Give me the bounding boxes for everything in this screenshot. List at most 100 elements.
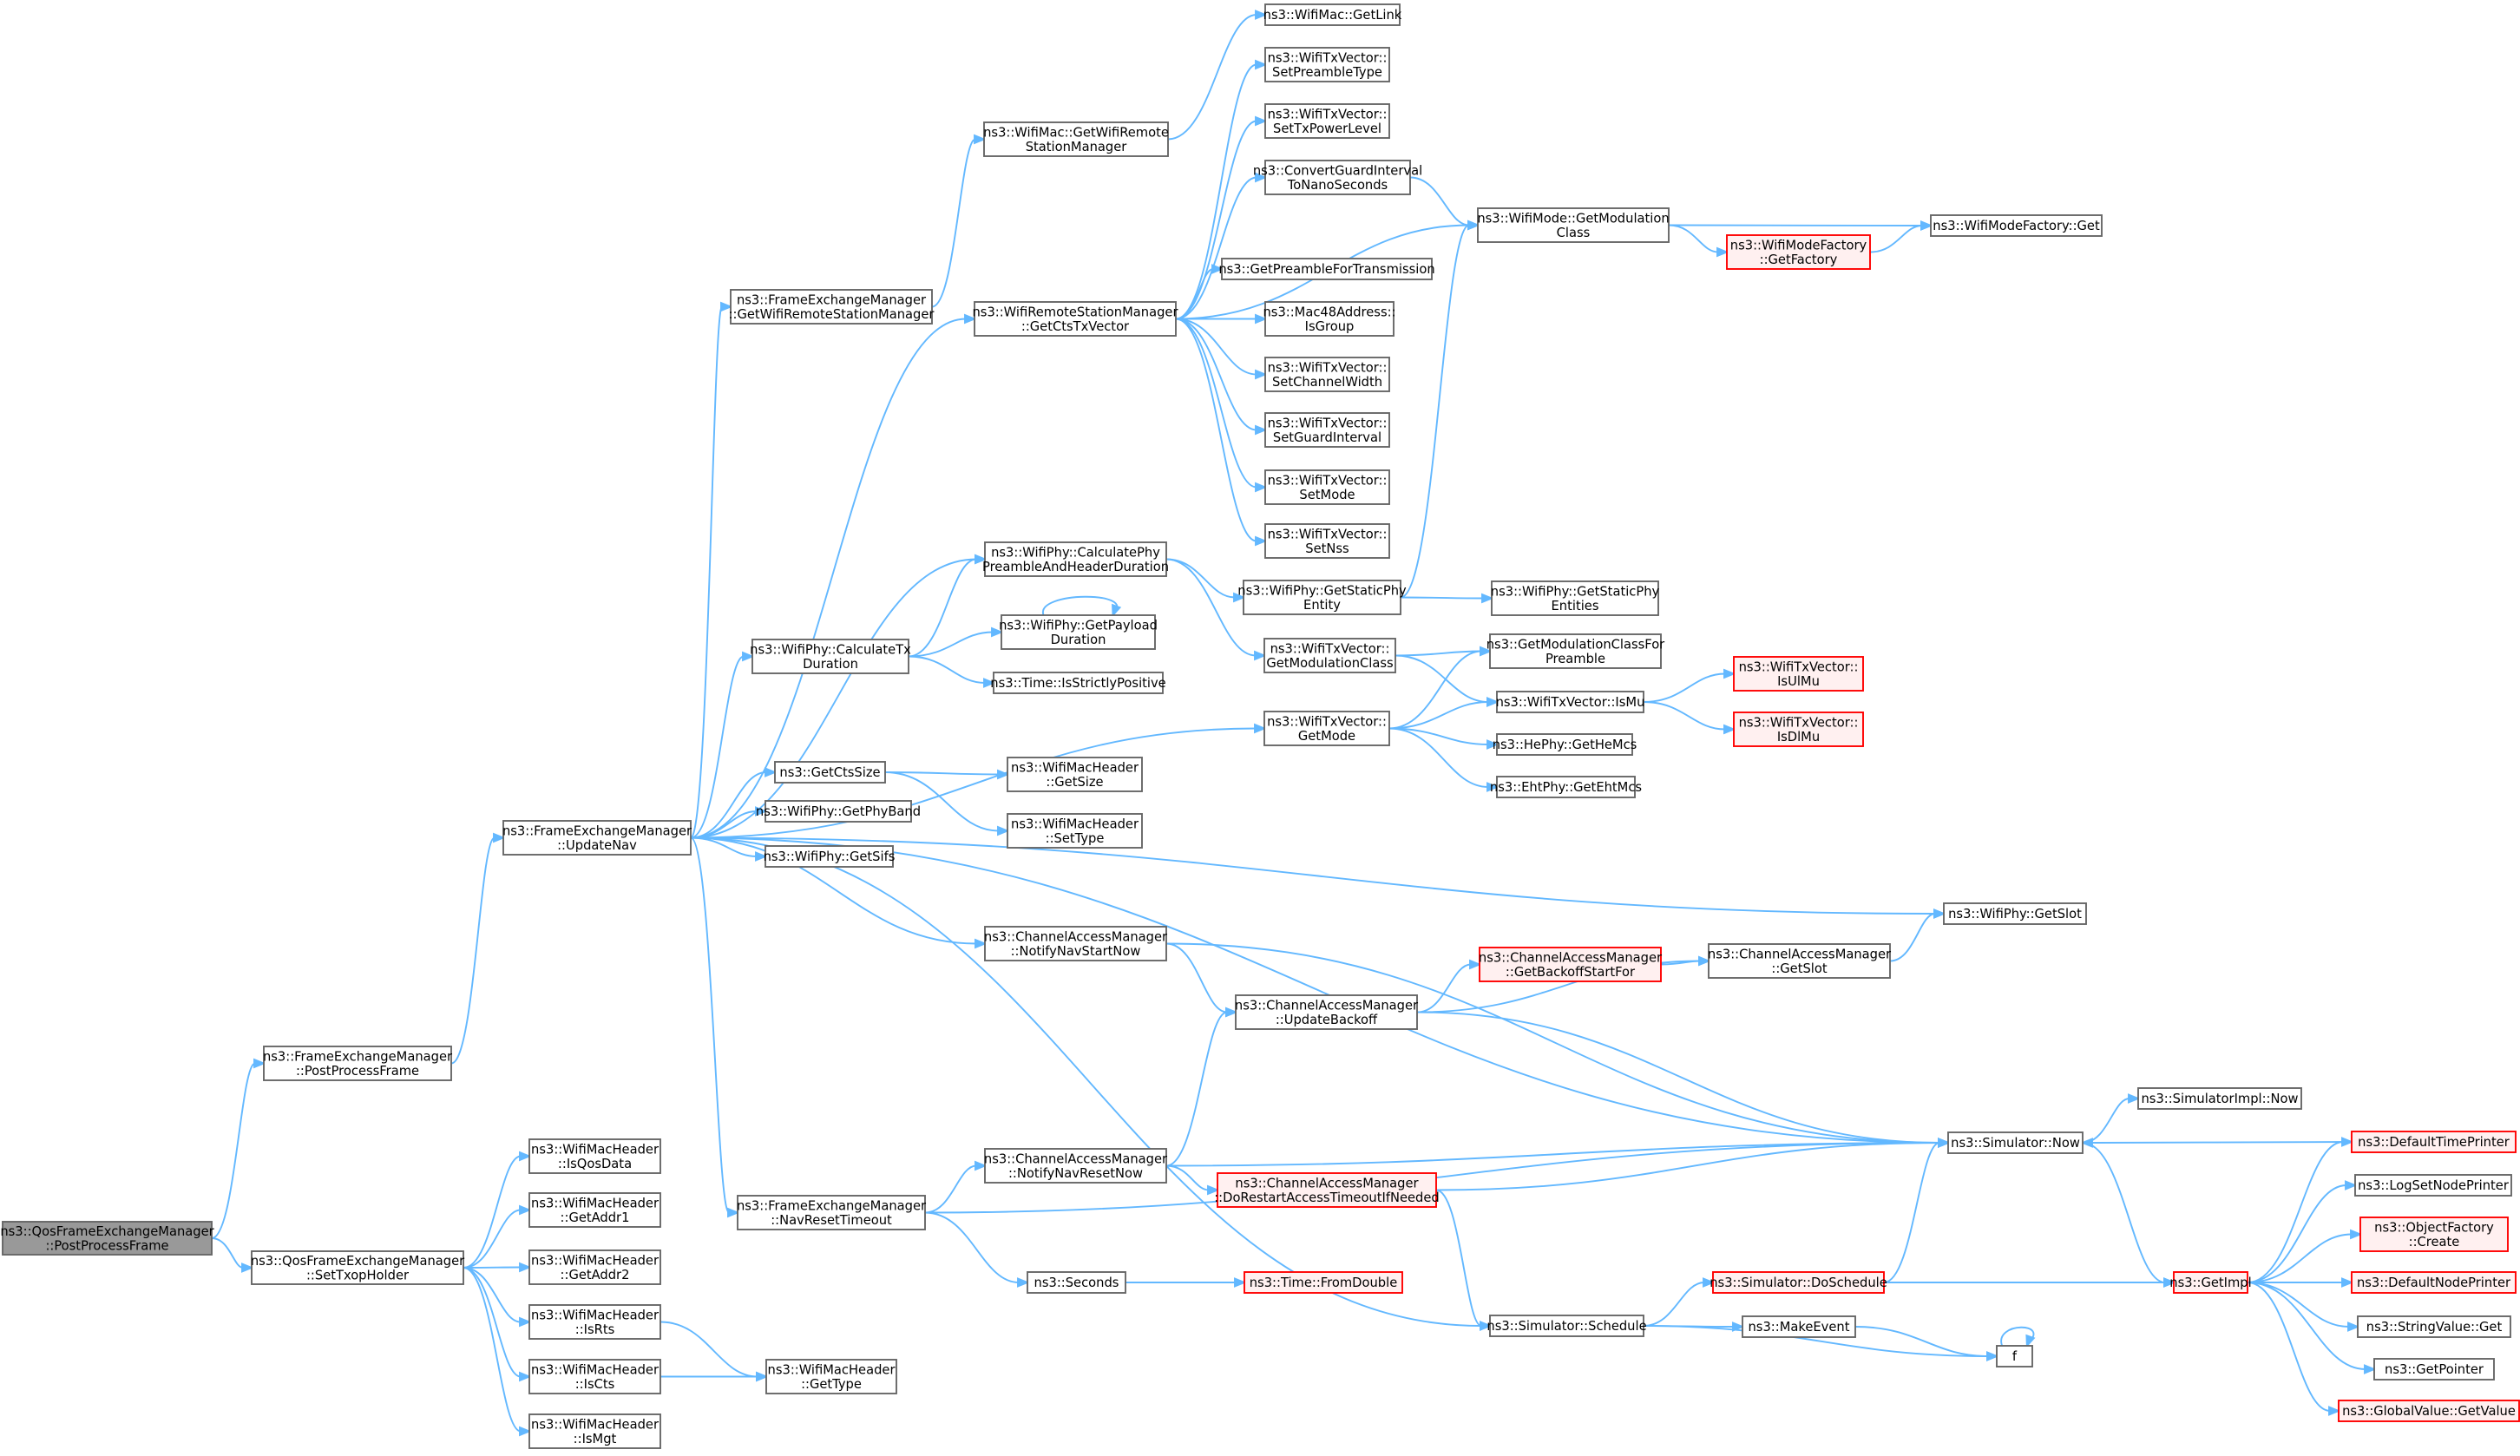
node-setchwidth[interactable]: ns3::WifiTxVector::SetChannelWidth	[1264, 357, 1390, 392]
edge-line	[690, 655, 745, 839]
node-getmodclass[interactable]: ns3::WifiMode::GetModulationClass	[1477, 207, 1670, 243]
node-label: ::DoRestartAccessTimeoutIfNeeded	[1214, 1190, 1440, 1205]
node-isqosdata[interactable]: ns3::WifiMacHeader::IsQosData	[528, 1138, 661, 1174]
node-hdrgettype[interactable]: ns3::WifiMacHeader::GetType	[765, 1359, 897, 1394]
node-macgetwrsm[interactable]: ns3::WifiMac::GetWifiRemoteStationManage…	[983, 121, 1169, 157]
node-getaddr2[interactable]: ns3::WifiMacHeader::GetAddr2	[528, 1249, 661, 1285]
node-getwrsm[interactable]: ns3::FrameExchangeManager::GetWifiRemote…	[729, 289, 935, 325]
edge-camgetslot-to-getslotphy	[1889, 908, 1946, 962]
edge-line	[884, 771, 1000, 776]
node-setmode[interactable]: ns3::WifiTxVector::SetMode	[1264, 469, 1390, 505]
node-root[interactable]: ns3::QosFrameExchangeManager::PostProces…	[0, 1221, 215, 1256]
node-updatebackoff[interactable]: ns3::ChannelAccessManager::UpdateBackoff	[1235, 994, 1419, 1030]
edge-arrowhead	[975, 1160, 988, 1171]
edge-arrowhead	[1255, 115, 1268, 127]
edge-arrowhead	[1486, 739, 1500, 750]
node-setpreamble[interactable]: ns3::WifiTxVector::SetPreambleType	[1264, 47, 1390, 82]
node-box	[1489, 633, 1662, 669]
edge-arrowhead	[519, 1204, 532, 1216]
node-getbackoffstart[interactable]: ns3::ChannelAccessManager::GetBackoffSta…	[1479, 947, 1663, 982]
node-fem_post[interactable]: ns3::FrameExchangeManager::PostProcessFr…	[263, 1046, 453, 1081]
node-doschedule[interactable]: ns3::Simulator::DoSchedule	[1710, 1271, 1887, 1294]
edge-getctstxv-to-convertgi	[1175, 172, 1268, 320]
node-ismgt[interactable]: ns3::WifiMacHeader::IsMgt	[528, 1413, 661, 1449]
node-isstrictlypos[interactable]: ns3::Time::IsStrictlyPositive	[990, 672, 1166, 694]
edge-makeevent-to-f	[1854, 1326, 1999, 1361]
node-box	[1235, 994, 1418, 1030]
node-label: ns3::ChannelAccessManager	[1479, 950, 1663, 965]
node-dorestart[interactable]: ns3::ChannelAccessManager::DoRestartAcce…	[1214, 1172, 1440, 1208]
node-settxop[interactable]: ns3::QosFrameExchangeManager::SetTxopHol…	[251, 1250, 465, 1285]
edge-getctstxv-to-settxpower	[1175, 115, 1268, 320]
node-f[interactable]: f	[1996, 1345, 2033, 1367]
node-hdrgetsize[interactable]: ns3::WifiMacHeader::GetSize	[1007, 757, 1143, 792]
node-schedule[interactable]: ns3::Simulator::Schedule	[1486, 1315, 1647, 1337]
node-getpreamblefortx[interactable]: ns3::GetPreambleForTransmission	[1218, 258, 1435, 280]
node-isdlmu[interactable]: ns3::WifiTxVector::IsDlMu	[1733, 712, 1864, 747]
node-notifyreset[interactable]: ns3::ChannelAccessManager::NotifyNavRese…	[984, 1148, 1168, 1184]
node-isrts[interactable]: ns3::WifiMacHeader::IsRts	[528, 1304, 661, 1340]
node-makeevent[interactable]: ns3::MakeEvent	[1742, 1315, 1856, 1338]
node-deftimeprinter[interactable]: ns3::DefaultTimePrinter	[2351, 1131, 2517, 1153]
node-label: ns3::WifiPhy::GetPhyBand	[756, 804, 921, 819]
node-updatenav[interactable]: ns3::FrameExchangeManager::UpdateNav	[502, 820, 692, 856]
node-calcphypre[interactable]: ns3::WifiPhy::CalculatePhyPreambleAndHea…	[982, 541, 1169, 577]
node-stringvalueget[interactable]: ns3::StringValue::Get	[2357, 1315, 2511, 1338]
node-box	[1996, 1345, 2033, 1367]
node-simimplnow[interactable]: ns3::SimulatorImpl::Now	[2137, 1087, 2302, 1110]
node-camgetslot[interactable]: ns3::ChannelAccessManager::GetSlot	[1708, 943, 1892, 979]
node-iscts[interactable]: ns3::WifiMacHeader::IsCts	[528, 1359, 661, 1394]
edge-arrowhead	[975, 554, 988, 565]
node-hdrsettype[interactable]: ns3::WifiMacHeader::SetType	[1007, 813, 1143, 849]
node-settxpower[interactable]: ns3::WifiTxVector::SetTxPowerLevel	[1264, 103, 1390, 139]
node-fromdouble[interactable]: ns3::Time::FromDouble	[1244, 1271, 1403, 1294]
edge-arrowhead	[975, 938, 988, 949]
edge-line	[1165, 558, 1236, 599]
node-getlink[interactable]: ns3::WifiMac::GetLink	[1263, 3, 1402, 26]
node-getaddr1[interactable]: ns3::WifiMacHeader::GetAddr1	[528, 1192, 661, 1228]
node-setgi[interactable]: ns3::WifiTxVector::SetGuardInterval	[1264, 412, 1390, 448]
node-logsetnodeprinter[interactable]: ns3::LogSetNodePrinter	[2354, 1174, 2512, 1197]
node-label: ::GetCtsTxVector	[1021, 319, 1130, 334]
edge-seconds-to-fromdouble	[1125, 1277, 1247, 1288]
node-isgroup[interactable]: ns3::Mac48Address::IsGroup	[1263, 301, 1396, 337]
node-getctssize[interactable]: ns3::GetCtsSize	[774, 761, 886, 784]
node-getsifs[interactable]: ns3::WifiPhy::GetSifs	[764, 845, 896, 868]
node-getctstxv[interactable]: ns3::WifiRemoteStationManager::GetCtsTxV…	[972, 301, 1178, 337]
node-label: ::PostProcessFrame	[296, 1064, 419, 1079]
edge-line	[211, 1062, 256, 1239]
node-globalvalueget[interactable]: ns3::GlobalValue::GetValue	[2338, 1400, 2520, 1422]
node-txvgetmodclass[interactable]: ns3::WifiTxVector::GetModulationClass	[1263, 638, 1396, 673]
edge-line	[1165, 942, 1940, 1144]
node-ismu[interactable]: ns3::WifiTxVector::IsMu	[1496, 691, 1645, 713]
node-getmode[interactable]: ns3::WifiTxVector::GetMode	[1263, 711, 1390, 746]
node-modefactoryget[interactable]: ns3::WifiModeFactory::Get	[1930, 214, 2103, 237]
node-label: SetMode	[1299, 488, 1355, 502]
node-getslotphy[interactable]: ns3::WifiPhy::GetSlot	[1943, 902, 2087, 925]
node-label: GetModulationClass	[1266, 656, 1393, 671]
node-notifystart[interactable]: ns3::ChannelAccessManager::NotifyNavStar…	[984, 926, 1168, 961]
node-getphyband[interactable]: ns3::WifiPhy::GetPhyBand	[756, 800, 921, 823]
node-objfactorycreate[interactable]: ns3::ObjectFactory::Create	[2359, 1217, 2509, 1252]
node-seconds[interactable]: ns3::Seconds	[1027, 1271, 1126, 1294]
node-ehtgetmcs[interactable]: ns3::EhtPhy::GetEhtMcs	[1490, 776, 1642, 798]
node-getfactory[interactable]: ns3::WifiModeFactory::GetFactory	[1726, 234, 1871, 270]
edge-settxop-to-isqosdata	[463, 1151, 532, 1269]
node-hegetmcs[interactable]: ns3::HePhy::GetHeMcs	[1493, 733, 1637, 756]
node-isulmu[interactable]: ns3::WifiTxVector::IsUlMu	[1733, 656, 1864, 692]
node-simnow[interactable]: ns3::Simulator::Now	[1947, 1131, 2084, 1154]
node-label: IsUlMu	[1777, 674, 1820, 689]
node-defnodeprinter[interactable]: ns3::DefaultNodePrinter	[2351, 1271, 2517, 1294]
node-getpointer[interactable]: ns3::GetPointer	[2373, 1358, 2495, 1381]
node-setnss[interactable]: ns3::WifiTxVector::SetNss	[1264, 523, 1390, 559]
edge-arrowhead	[519, 1371, 532, 1382]
node-getimpl[interactable]: ns3::GetImpl	[2169, 1271, 2252, 1294]
edge-arrowhead	[765, 767, 778, 777]
node-navreset[interactable]: ns3::FrameExchangeManager::NavResetTimeo…	[737, 1195, 927, 1230]
